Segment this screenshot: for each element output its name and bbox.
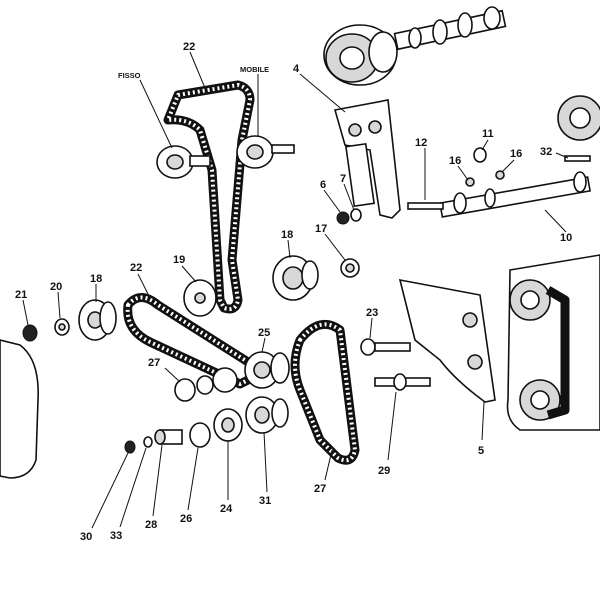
bracket-plate-4 — [333, 99, 401, 219]
callout-7: 7 — [340, 173, 346, 185]
clip-11 — [473, 147, 487, 163]
stud-12 — [407, 202, 444, 210]
fixed-tensioner-pulley — [156, 145, 211, 179]
center-pulley-18 — [272, 255, 319, 301]
callout-5: 5 — [478, 445, 484, 457]
ring-set-27 — [174, 367, 238, 402]
callout-18-center: 18 — [281, 229, 293, 241]
callout-31: 31 — [259, 495, 271, 507]
pulley-25 — [244, 351, 290, 389]
left-pulley-18 — [78, 299, 117, 341]
callout-mobile: MOBILE — [240, 65, 269, 74]
camshaft-top — [393, 6, 507, 51]
gasket-plate-5 — [398, 278, 496, 403]
callout-22-top: 22 — [183, 41, 195, 53]
movable-tensioner-pulley — [236, 135, 295, 169]
shaft-10 — [438, 171, 592, 218]
leader-lines — [22, 51, 569, 529]
left-cover — [0, 339, 39, 479]
washer-33 — [143, 436, 153, 448]
callout-33: 33 — [110, 530, 122, 542]
cam-pulley-top — [323, 24, 398, 86]
callout-29: 29 — [378, 465, 390, 477]
callout-19: 19 — [173, 254, 185, 266]
callout-27-left: 27 — [148, 357, 160, 369]
bushing-28 — [154, 429, 183, 445]
callout-labels: 22 FISSO MOBILE 4 11 12 16 16 32 6 7 10 … — [15, 41, 572, 543]
washer-7 — [350, 208, 362, 222]
bolt-23 — [360, 338, 411, 356]
callout-20: 20 — [50, 281, 62, 293]
callout-26: 26 — [180, 513, 192, 525]
nut-21 — [22, 324, 38, 342]
callout-fisso: FISSO — [118, 71, 141, 80]
lower-right-timing-belt — [290, 319, 360, 465]
callout-16b: 16 — [510, 148, 522, 160]
callout-17: 17 — [315, 223, 327, 235]
callout-23: 23 — [366, 307, 378, 319]
callout-28: 28 — [145, 519, 157, 531]
upper-timing-belt — [163, 80, 255, 314]
callout-18-left: 18 — [90, 273, 102, 285]
bolt-32 — [564, 155, 591, 162]
callout-22-left: 22 — [130, 262, 142, 274]
callout-24: 24 — [220, 503, 233, 515]
stud-29 — [374, 373, 431, 391]
callout-32: 32 — [540, 146, 552, 158]
callout-10: 10 — [560, 232, 572, 244]
callout-30: 30 — [80, 531, 92, 543]
callout-6: 6 — [320, 179, 326, 191]
washer-19 — [183, 279, 217, 317]
callout-21: 21 — [15, 289, 27, 301]
nut-30 — [124, 440, 136, 454]
pulley-24 — [213, 408, 243, 442]
callout-12: 12 — [415, 137, 427, 149]
callout-11: 11 — [482, 128, 494, 140]
pin-16b — [495, 170, 505, 180]
pulley-right-top — [557, 95, 600, 141]
nut-6 — [336, 211, 350, 225]
washer-20 — [54, 318, 70, 336]
callout-25: 25 — [258, 327, 270, 339]
callout-16a: 16 — [449, 155, 461, 167]
ring-26 — [189, 422, 211, 448]
callout-4: 4 — [293, 63, 300, 75]
pulley-31 — [245, 396, 289, 434]
spacer-17 — [340, 258, 360, 278]
engine-block — [506, 254, 600, 431]
callout-27-bottom: 27 — [314, 483, 326, 495]
